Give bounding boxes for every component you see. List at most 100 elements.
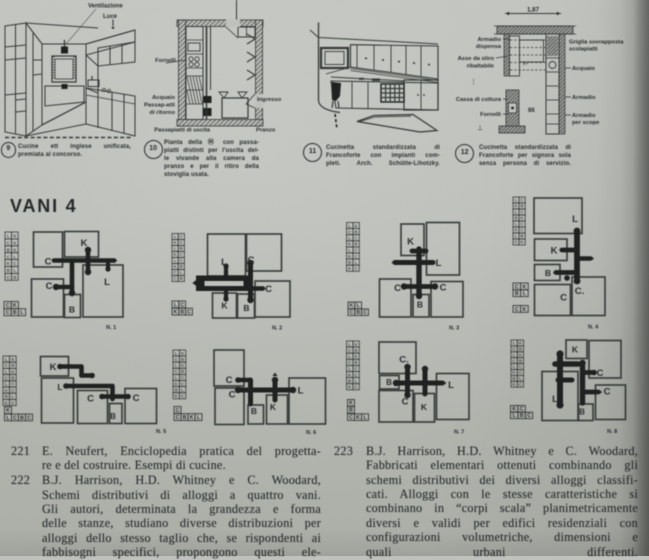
svg-text:N. 5: N. 5	[156, 429, 166, 435]
svg-text:L: L	[355, 378, 358, 383]
svg-text:C: C	[520, 406, 524, 412]
svg-text:B: B	[11, 363, 15, 368]
svg-text:L: L	[180, 270, 183, 275]
svg-text:C: C	[354, 236, 358, 241]
svg-text:C: C	[440, 283, 447, 294]
svg-text:L: L	[515, 222, 518, 227]
svg-text:1,87: 1,87	[527, 7, 540, 14]
svg-text:Ingresso: Ingresso	[257, 97, 282, 103]
svg-text:B: B	[69, 305, 75, 315]
svg-text:86: 86	[528, 108, 535, 114]
svg-text:L: L	[11, 394, 14, 399]
svg-text:Pranzo: Pranzo	[256, 128, 276, 134]
svg-text:C: C	[348, 348, 352, 353]
svg-text:L: L	[515, 234, 518, 239]
svg-text:L: L	[513, 341, 516, 346]
svg-text:K: K	[519, 352, 523, 357]
svg-text:C: C	[7, 275, 11, 280]
svg-text:K: K	[181, 363, 185, 368]
svg-text:C: C	[187, 310, 191, 316]
svg-text:L: L	[348, 354, 351, 359]
svg-text:K: K	[11, 357, 15, 362]
svg-text:C: C	[519, 364, 523, 369]
svg-text:Armadio: Armadio	[477, 37, 501, 43]
svg-text:B: B	[180, 264, 184, 269]
svg-text:B: B	[348, 378, 352, 383]
svg-text:B: B	[520, 413, 524, 419]
svg-text:K: K	[350, 303, 354, 309]
svg-text:L: L	[57, 382, 62, 392]
svg-text:K: K	[221, 301, 228, 311]
svg-text:C: C	[5, 363, 9, 368]
svg-text:Luce: Luce	[103, 14, 118, 20]
svg-text:L: L	[5, 357, 8, 362]
svg-text:K: K	[519, 341, 523, 346]
svg-text:C: C	[248, 255, 255, 266]
svg-text:C: C	[11, 382, 15, 387]
svg-text:K: K	[173, 264, 177, 269]
svg-text:K: K	[514, 204, 518, 209]
svg-text:B: B	[11, 376, 15, 381]
svg-text:⊢: ⊢	[523, 61, 528, 68]
svg-text:L: L	[175, 351, 178, 356]
svg-text:K: K	[551, 246, 558, 257]
svg-text:L: L	[348, 248, 351, 253]
svg-text:L: L	[7, 234, 10, 239]
svg-text:B: B	[251, 406, 257, 416]
svg-text:B: B	[180, 310, 184, 316]
svg-text:Ventilazione: Ventilazione	[88, 4, 123, 10]
svg-text:N. 7: N. 7	[454, 430, 464, 436]
svg-text:C: C	[363, 310, 367, 316]
svg-text:C: C	[394, 283, 401, 294]
svg-text:C: C	[354, 254, 358, 259]
svg-text:C: C	[13, 415, 17, 421]
svg-text:Armadio: Armadio	[572, 113, 596, 119]
svg-text:Fornelli: Fornelli	[480, 112, 501, 118]
svg-text:C: C	[514, 240, 518, 245]
svg-text:K: K	[354, 223, 358, 228]
svg-text:N. 1: N. 1	[106, 325, 116, 331]
svg-text:C: C	[173, 276, 177, 281]
svg-text:B: B	[545, 268, 551, 278]
svg-text:B: B	[348, 260, 352, 265]
svg-text:B: B	[354, 242, 358, 247]
svg-text:L: L	[5, 382, 8, 387]
svg-text:C: C	[354, 266, 358, 271]
svg-text:B: B	[13, 275, 17, 280]
svg-text:C: C	[133, 393, 140, 404]
svg-text:C: C	[11, 400, 15, 405]
svg-text:Acquaio: Acquaio	[152, 95, 175, 101]
svg-text:K: K	[7, 261, 11, 266]
svg-text:C: C	[181, 381, 185, 386]
svg-text:K: K	[512, 382, 516, 387]
svg-text:B: B	[520, 204, 524, 209]
svg-text:scolapiatti: scolapiatti	[569, 47, 598, 53]
svg-text:C: C	[350, 310, 354, 316]
svg-text:C: C	[45, 257, 52, 268]
svg-text:L: L	[552, 394, 558, 405]
svg-text:C: C	[27, 415, 31, 421]
svg-text:B: B	[349, 408, 353, 414]
svg-text:C: C	[354, 248, 358, 253]
svg-text:ribaltabile: ribaltabile	[467, 64, 495, 70]
svg-text:K: K	[421, 402, 428, 412]
svg-text:C: C	[519, 370, 523, 375]
svg-text:B: B	[354, 360, 358, 365]
svg-text:B: B	[519, 358, 523, 363]
svg-text:C: C	[354, 366, 358, 371]
svg-text:C.: C.	[575, 286, 585, 297]
svg-text:B: B	[579, 408, 585, 417]
svg-text:dispensa: dispensa	[476, 44, 502, 50]
svg-text:K: K	[11, 369, 15, 374]
svg-text:K: K	[572, 345, 579, 355]
svg-text:C: C	[5, 376, 9, 381]
svg-text:Asse da stiro: Asse da stiro	[458, 56, 495, 62]
svg-text:C: C	[560, 293, 567, 304]
svg-text:C: C	[604, 387, 611, 398]
svg-text:C: C	[349, 415, 353, 421]
svg-text:L: L	[572, 214, 578, 225]
svg-text:B: B	[180, 276, 184, 281]
svg-text:K: K	[349, 401, 353, 407]
svg-text:C: C	[173, 270, 177, 275]
svg-text:K: K	[520, 240, 524, 245]
